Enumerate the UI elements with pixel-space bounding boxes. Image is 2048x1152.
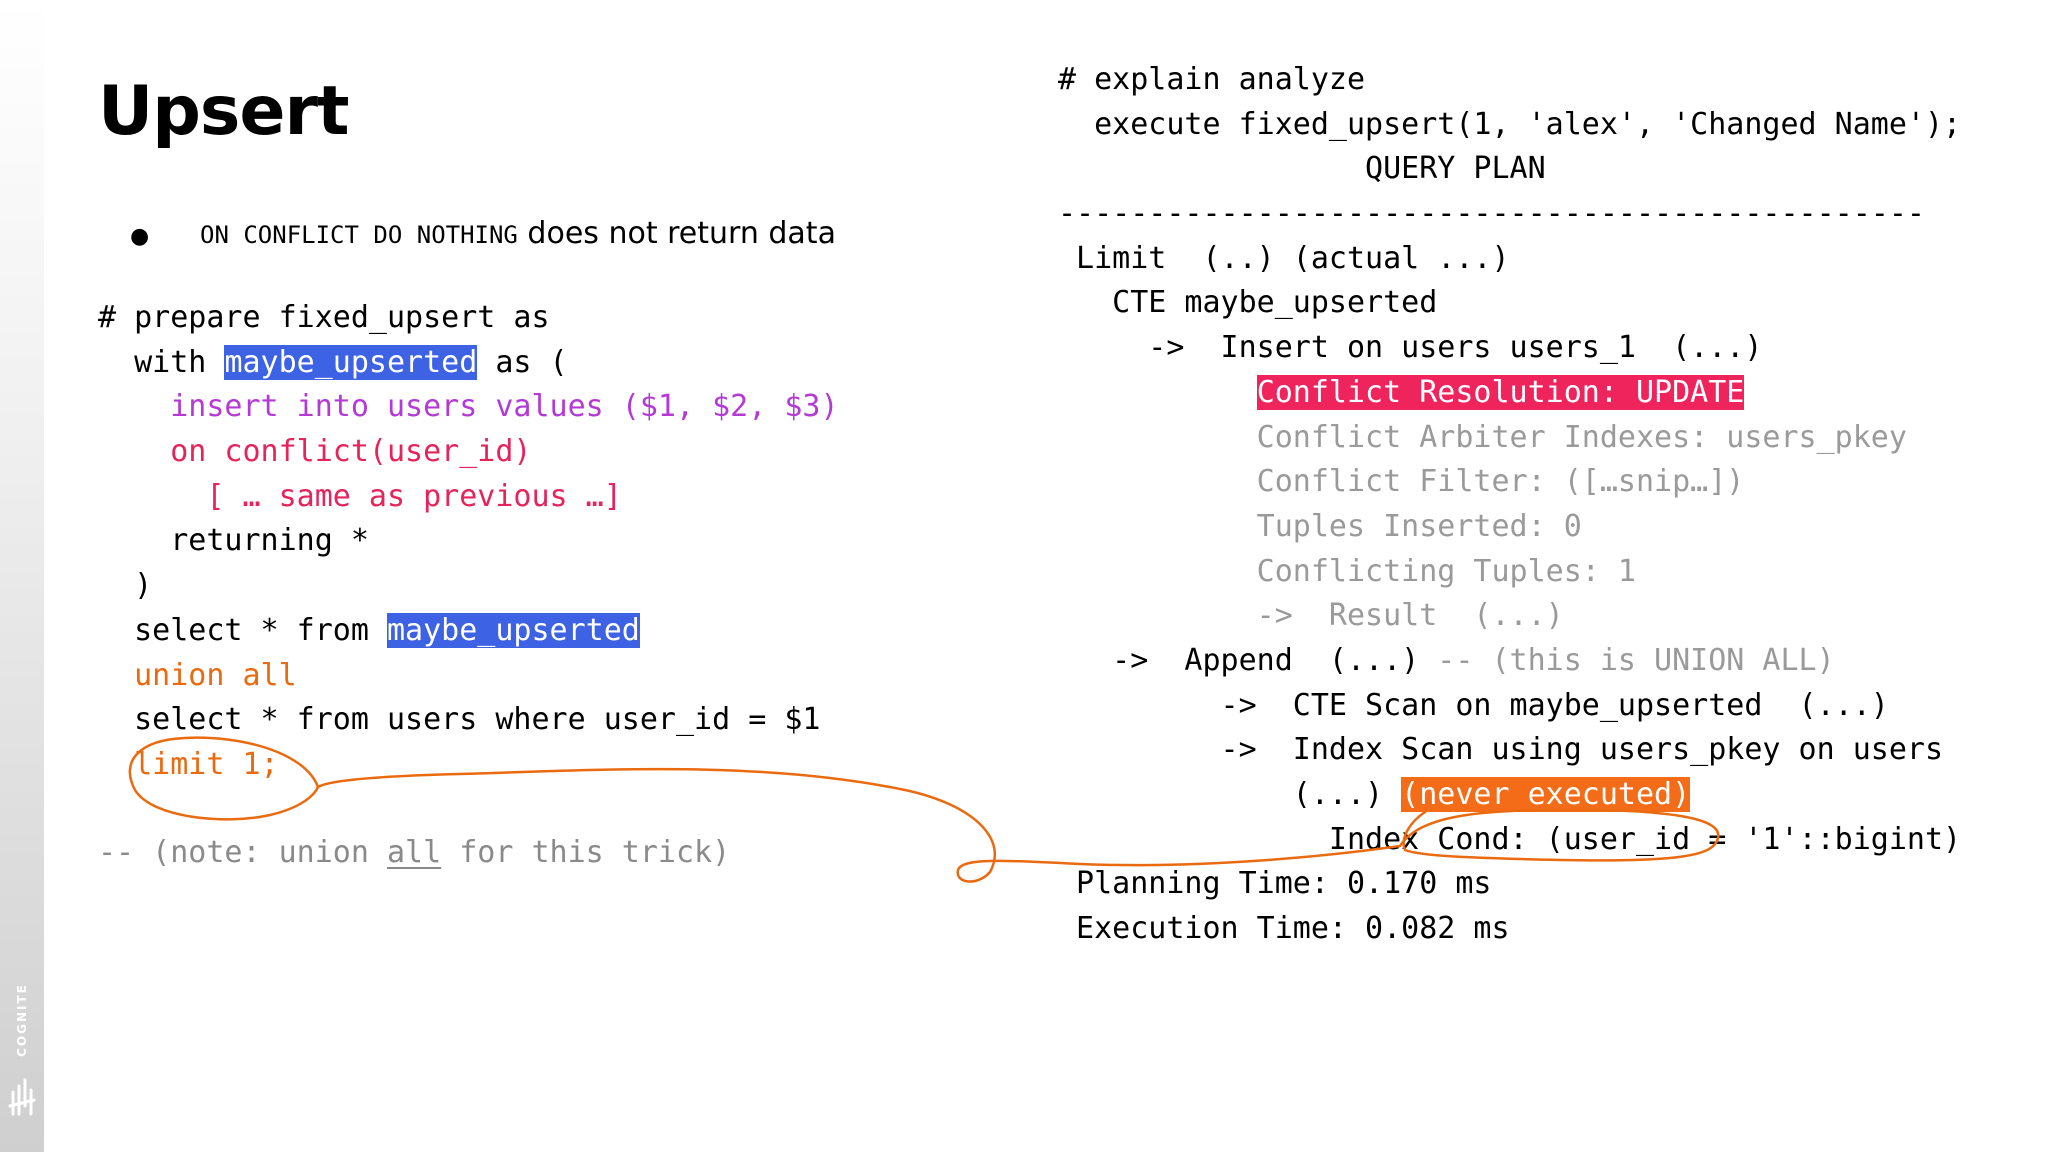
plan-text: -> Append (...) — [1058, 642, 1438, 678]
cte-name-highlight: maybe_upserted — [224, 344, 478, 380]
plan-line: (...) (never executed) — [1058, 773, 1961, 818]
plan-line: Planning Time: 0.170 ms — [1058, 866, 1492, 902]
query-plan-block: # explain analyze execute fixed_upsert(1… — [1058, 58, 1961, 952]
command-line: execute fixed_upsert(1, 'alex', 'Changed… — [1058, 106, 1962, 142]
code-line: ) — [98, 568, 153, 604]
plan-line: Conflict Arbiter Indexes: users_pkey — [1058, 419, 1907, 455]
plan-line: -> CTE Scan on maybe_upserted (...) — [1058, 687, 1889, 723]
note-text: -- (note: union — [98, 835, 387, 870]
code-line: select * from maybe_upserted — [98, 609, 839, 654]
plan-line: CTE maybe_upserted — [1058, 285, 1438, 321]
plan-line: -> Insert on users users_1 (...) — [1058, 330, 1763, 366]
code-text: as ( — [477, 344, 568, 380]
bullet-code: ON CONFLICT DO NOTHING — [200, 221, 518, 249]
plan-line: Conflict Resolution: UPDATE — [1058, 371, 1961, 416]
plan-line: Conflict Filter: ([…snip…]) — [1058, 464, 1745, 500]
query-plan-header: QUERY PLAN — [1058, 151, 1546, 187]
cognite-logo-icon — [8, 1078, 36, 1116]
plan-line: Conflicting Tuples: 1 — [1058, 553, 1636, 589]
code-text: with — [98, 344, 225, 380]
plan-line: -> Index Scan using users_pkey on users — [1058, 732, 1944, 768]
code-text: select * from — [98, 612, 387, 648]
conflict-resolution-highlight: Conflict Resolution: UPDATE — [1256, 374, 1745, 410]
plan-indent — [1058, 375, 1257, 410]
code-note: -- (note: union all for this trick) — [98, 831, 730, 876]
plan-divider: ----------------------------------------… — [1058, 196, 1925, 232]
code-line: with maybe_upserted as ( — [98, 341, 839, 386]
plan-text: (...) — [1058, 777, 1402, 812]
code-line: [ … same as previous …] — [98, 478, 622, 514]
never-executed-highlight: (never executed) — [1401, 777, 1691, 812]
plan-line: Execution Time: 0.082 ms — [1058, 911, 1510, 947]
code-line: on conflict(user_id) — [98, 434, 532, 470]
brand-sidebar: COGNITE — [0, 0, 44, 1152]
plan-line: Index Cond: (user_id = '1'::bigint) — [1058, 821, 1962, 857]
plan-line: -> Append (...) -- (this is UNION ALL) — [1058, 639, 1961, 684]
brand-name: COGNITE — [15, 983, 29, 1057]
code-line: select * from users where user_id = $1 — [98, 702, 821, 738]
plan-line: -> Result (...) — [1058, 598, 1564, 634]
code-line: returning * — [98, 523, 369, 559]
code-line: insert into users values ($1, $2, $3) — [98, 389, 839, 425]
code-line-limit: limit 1; — [98, 746, 279, 782]
plan-comment: -- (this is UNION ALL) — [1437, 642, 1835, 678]
plan-line: Tuples Inserted: 0 — [1058, 508, 1582, 544]
code-line: # prepare fixed_upsert as — [98, 300, 550, 335]
note-text: for this trick) — [441, 835, 731, 870]
plan-line: Limit (..) (actual ...) — [1058, 240, 1510, 276]
slide-title: Upsert — [98, 72, 350, 151]
code-line: union all — [98, 657, 297, 693]
bullet-item: ● ON CONFLICT DO NOTHING does not return… — [130, 216, 836, 251]
cte-name-highlight: maybe_upserted — [386, 612, 640, 648]
bullet-dot-icon: ● — [130, 224, 150, 249]
command-line: # explain analyze — [1058, 62, 1366, 97]
sql-code-block: # prepare fixed_upsert as with maybe_ups… — [98, 296, 839, 788]
bullet-text: does not return data — [517, 216, 836, 251]
note-underlined: all — [386, 835, 442, 870]
